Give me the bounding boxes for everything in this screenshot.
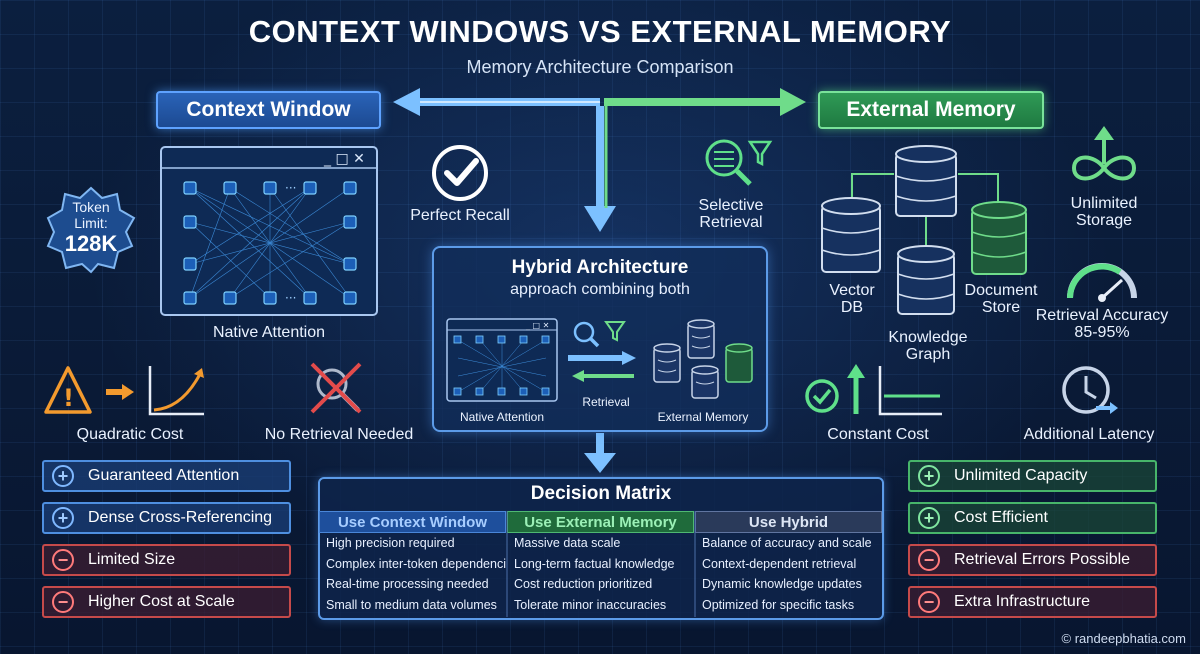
no-retrieval-label: No Retrieval Needed (264, 426, 414, 443)
document-store-line1: Document (964, 282, 1038, 299)
svg-text:···: ··· (285, 181, 296, 195)
minus-icon: − (918, 591, 940, 613)
hybrid-subtitle: approach combining both (510, 281, 690, 298)
item-label: Extra Infrastructure (954, 593, 1091, 610)
hybrid-native-label: Native Attention (459, 410, 545, 424)
item-higher-cost: − Higher Cost at Scale (42, 586, 291, 618)
matrix-cell: Long-term factual knowledge (514, 556, 675, 571)
item-label: Retrieval Errors Possible (954, 551, 1131, 568)
token-limit-line2: Limit: (74, 215, 108, 231)
unlimited-storage-line2: Storage (1075, 212, 1133, 229)
matrix-cell: Complex inter-token dependencies (326, 556, 506, 571)
matrix-cell: Balance of accuracy and scale (702, 536, 872, 551)
plus-icon: + (918, 465, 940, 487)
hybrid-retrieval-label: Retrieval (582, 395, 630, 409)
matrix-column-hybrid: Use Hybrid Balance of accuracy and scale… (695, 511, 882, 615)
selective-retrieval-line1: Selective (698, 197, 764, 214)
item-cost-efficient: + Cost Efficient (908, 502, 1157, 534)
token-limit-line1: Token (72, 199, 110, 215)
page-subtitle: Memory Architecture Comparison (466, 57, 734, 77)
gauge-icon (1067, 263, 1137, 302)
svg-text:_ □ ✕: _ □ ✕ (525, 321, 549, 330)
document-store-line2: Store (981, 299, 1021, 316)
native-attention-label: Native Attention (212, 324, 326, 341)
item-label: Higher Cost at Scale (88, 593, 235, 610)
item-guaranteed-attention: + Guaranteed Attention (42, 460, 291, 492)
item-retrieval-errors: − Retrieval Errors Possible (908, 544, 1157, 576)
matrix-cell: Small to medium data volumes (326, 597, 497, 612)
matrix-header: Use Hybrid (695, 511, 882, 533)
hybrid-native-window: _ □ ✕ (446, 318, 558, 402)
matrix-cell: Cost reduction prioritized (514, 577, 653, 592)
token-limit-value: 128K (64, 231, 118, 256)
svg-text:_ □ ✕: _ □ ✕ (323, 151, 365, 167)
minus-icon: − (918, 549, 940, 571)
hybrid-title: Hybrid Architecture (511, 257, 689, 278)
matrix-header: Use Context Window (319, 511, 506, 533)
matrix-cell: Dynamic knowledge updates (702, 577, 862, 592)
knowledge-graph-line2: Graph (905, 346, 951, 363)
item-label: Guaranteed Attention (88, 467, 240, 484)
plus-icon: + (918, 507, 940, 529)
hybrid-external-label: External Memory (657, 410, 749, 424)
matrix-dividers (506, 511, 696, 617)
constant-cost-icon (805, 364, 942, 416)
matrix-cell: Context-dependent retrieval (702, 556, 857, 571)
matrix-cell: Real-time processing needed (326, 577, 489, 592)
perfect-recall-label: Perfect Recall (410, 207, 510, 224)
plus-icon: + (52, 465, 74, 487)
checkmark-icon (432, 145, 488, 201)
matrix-column-external: Use External Memory Massive data scale L… (507, 511, 694, 615)
constant-cost-label: Constant Cost (827, 426, 929, 443)
additional-latency-label: Additional Latency (1023, 426, 1155, 443)
matrix-column-context: Use Context Window High precision requir… (319, 511, 506, 615)
item-label: Unlimited Capacity (954, 467, 1088, 484)
selective-retrieval-icon (705, 139, 773, 186)
unlimited-storage-line1: Unlimited (1070, 195, 1138, 212)
database-cluster (821, 145, 1027, 315)
vector-db-line1: Vector (829, 282, 875, 299)
clock-icon (1062, 366, 1118, 414)
item-dense-cross-referencing: + Dense Cross-Referencing (42, 502, 291, 534)
quadratic-cost-label: Quadratic Cost (76, 426, 184, 443)
decision-matrix-title: Decision Matrix (530, 483, 672, 504)
context-window-heading: Context Window (156, 91, 381, 129)
retrieval-accuracy-value: 85-95% (1074, 324, 1130, 341)
item-extra-infrastructure: − Extra Infrastructure (908, 586, 1157, 618)
svg-text:···: ··· (285, 291, 296, 305)
minus-icon: − (52, 549, 74, 571)
minus-icon: − (52, 591, 74, 613)
knowledge-graph-line1: Knowledge (888, 329, 968, 346)
item-label: Dense Cross-Referencing (88, 509, 273, 526)
token-limit-badge (46, 186, 136, 274)
hybrid-retrieval-arrows (568, 321, 636, 382)
item-unlimited-capacity: + Unlimited Capacity (908, 460, 1157, 492)
no-retrieval-icon (310, 362, 362, 414)
matrix-cell: High precision required (326, 536, 455, 551)
copyright: © randeepbhatia.com (1061, 631, 1187, 646)
matrix-header: Use External Memory (507, 511, 694, 533)
decision-matrix (318, 477, 884, 620)
svg-text:!: ! (63, 384, 74, 412)
matrix-cell: Optimized for specific tasks (702, 597, 855, 612)
matrix-cell: Massive data scale (514, 536, 621, 551)
quadratic-cost-icon: ! (44, 366, 204, 416)
page-title: CONTEXT WINDOWS VS EXTERNAL MEMORY (248, 14, 952, 49)
matrix-cell: Tolerate minor inaccuracies (514, 597, 667, 612)
hybrid-database-icons (653, 319, 753, 399)
retrieval-accuracy-line1: Retrieval Accuracy (1035, 307, 1169, 324)
external-memory-heading: External Memory (818, 91, 1044, 129)
vector-db-line2: DB (840, 299, 864, 316)
native-attention-window: _ □ ✕ ··· ··· (160, 146, 378, 316)
infinity-icon (1071, 126, 1137, 181)
plus-icon: + (52, 507, 74, 529)
item-label: Limited Size (88, 551, 176, 568)
selective-retrieval-line2: Retrieval (699, 214, 763, 231)
item-label: Cost Efficient (954, 509, 1048, 526)
item-limited-size: − Limited Size (42, 544, 291, 576)
